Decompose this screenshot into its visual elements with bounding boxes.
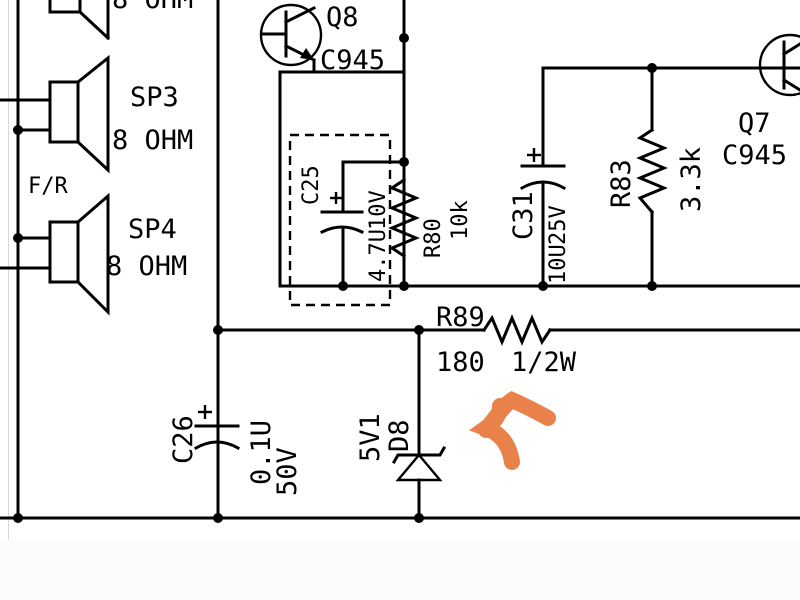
q8-ref: Q8 [326, 2, 359, 33]
c25-value: 4.7U [366, 229, 391, 282]
sp4-value: 8 OHM [106, 251, 187, 282]
speaker-top-partial-label: 8 OHM [112, 0, 193, 15]
c31-value: 10U [546, 244, 571, 284]
r80-value: 10k [448, 200, 473, 240]
sp3-value: 8 OHM [112, 125, 193, 156]
c31-ref: C31 [508, 191, 539, 240]
c25-voltage: 10V [366, 190, 391, 230]
sp4-ref: SP4 [128, 214, 177, 245]
diode-d8: 5V1 D8 [355, 328, 447, 520]
c26-voltage: 50V [272, 447, 303, 496]
page-edge-line [8, 0, 9, 600]
resistor-r83: R83 3.3k [606, 63, 707, 291]
speaker-top-partial: 8 OHM [48, 0, 193, 41]
orange-arrow-annotation [468, 390, 556, 470]
speaker-sp3: SP3 8 OHM [0, 54, 193, 174]
left-bus [16, 0, 220, 520]
c25-ref: C25 [299, 165, 324, 205]
r83-ref: R83 [606, 159, 637, 208]
sp3-ref: SP3 [130, 82, 179, 113]
speaker-group-label: F/R [28, 174, 68, 199]
transistor-q8: Q8 C945 [259, 2, 385, 76]
c26-ref: C26 [168, 415, 199, 464]
r89-value: 180 [436, 347, 485, 378]
d8-ref: D8 [384, 419, 415, 452]
q7-ref: Q7 [738, 108, 771, 139]
transistor-q7: Q7 C945 [722, 33, 800, 171]
r83-value: 3.3k [676, 147, 707, 212]
d8-value: 5V1 [355, 413, 386, 462]
capacitor-c31: C31 10U 25V [508, 66, 800, 291]
capacitor-c25: C25 4.7U 10V [288, 133, 406, 307]
r80-ref: R80 [421, 218, 446, 258]
capacitor-c26: C26 0.1U 50V [168, 405, 303, 496]
bottom-band [0, 540, 800, 600]
c26-value: 0.1U [246, 420, 277, 485]
resistor-r80: R80 10k [388, 157, 473, 259]
c31-voltage: 25V [546, 205, 571, 245]
q7-part: C945 [722, 140, 787, 171]
speaker-sp4: SP4 8 OHM [0, 192, 187, 316]
r89-rating: 1/2W [511, 347, 577, 378]
r89-ref: R89 [436, 302, 485, 333]
resistor-r89: R89 180 1/2W [213, 302, 800, 378]
